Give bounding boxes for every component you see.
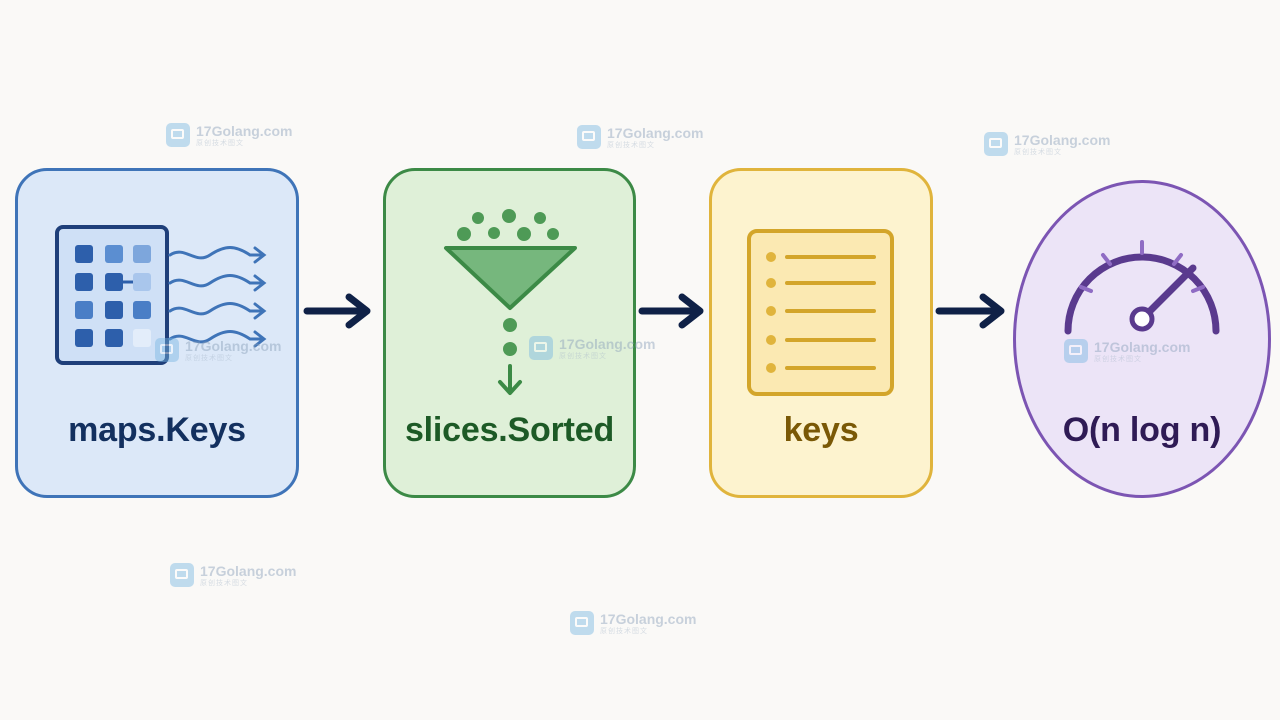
watermark: 17Golang.com 原创技术图文	[577, 125, 703, 149]
slices-sorted-step: slices.Sorted	[383, 168, 636, 498]
watermark-site: 17Golang.com	[600, 610, 697, 627]
watermark-logo-icon	[1064, 339, 1088, 363]
watermark: 17Golang.com 原创技术图文	[570, 611, 696, 635]
keys-label: keys	[783, 411, 859, 449]
complexity-label: O(n log n)	[1062, 411, 1222, 449]
watermark-subtitle: 原创技术图文	[185, 354, 233, 362]
watermark: 17Golang.com 原创技术图文	[529, 336, 655, 360]
watermark-logo-icon	[984, 132, 1008, 156]
watermark-subtitle: 原创技术图文	[200, 579, 248, 587]
watermark-subtitle: 原创技术图文	[559, 352, 607, 360]
document-list-icon	[747, 229, 894, 396]
watermark-site: 17Golang.com	[200, 562, 297, 579]
slices-sorted-label: slices.Sorted	[404, 411, 615, 449]
map-grid-icon	[55, 225, 267, 365]
speedometer-icon	[1064, 240, 1220, 335]
watermark-logo-icon	[529, 336, 553, 360]
flow-arrow-2	[638, 293, 704, 329]
watermark-subtitle: 原创技术图文	[1094, 355, 1142, 363]
watermark-logo-icon	[170, 563, 194, 587]
watermark-site: 17Golang.com	[607, 124, 704, 141]
flow-arrow-1	[303, 293, 371, 329]
complexity-step: O(n log n)	[1013, 180, 1271, 498]
watermark-subtitle: 原创技术图文	[1014, 148, 1062, 156]
watermark-logo-icon	[577, 125, 601, 149]
watermark-logo-icon	[166, 123, 190, 147]
watermark: 17Golang.com 原创技术图文	[155, 338, 281, 362]
watermark-site: 17Golang.com	[559, 335, 656, 352]
watermark-subtitle: 原创技术图文	[607, 141, 655, 149]
watermark-site: 17Golang.com	[1014, 131, 1111, 148]
watermark-subtitle: 原创技术图文	[600, 627, 648, 635]
watermark-site: 17Golang.com	[1094, 338, 1191, 355]
watermark-subtitle: 原创技术图文	[196, 139, 244, 147]
keys-step: keys	[709, 168, 933, 498]
watermark-logo-icon	[570, 611, 594, 635]
funnel-icon	[444, 209, 577, 395]
watermark-logo-icon	[155, 338, 179, 362]
watermark-site: 17Golang.com	[196, 122, 293, 139]
maps-keys-step: maps.Keys	[15, 168, 299, 498]
watermark-site: 17Golang.com	[185, 337, 282, 354]
maps-keys-label: maps.Keys	[68, 411, 246, 449]
watermark: 17Golang.com 原创技术图文	[166, 123, 292, 147]
watermark: 17Golang.com 原创技术图文	[984, 132, 1110, 156]
watermark: 17Golang.com 原创技术图文	[170, 563, 296, 587]
watermark: 17Golang.com 原创技术图文	[1064, 339, 1190, 363]
flow-arrow-3	[935, 293, 1005, 329]
